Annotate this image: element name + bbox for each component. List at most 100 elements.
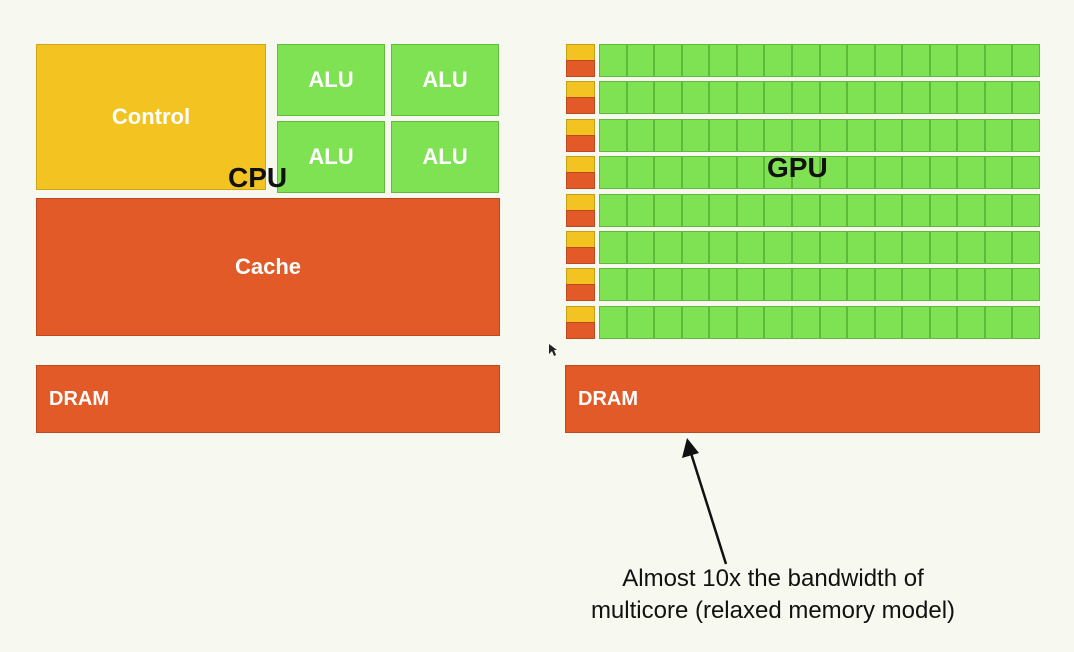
gpu-alu-cell: [736, 81, 765, 114]
cpu-alu-label: ALU: [308, 67, 354, 92]
gpu-alu-cell: [709, 44, 737, 77]
gpu-alu-cell: [902, 156, 930, 189]
gpu-alu-row: [599, 268, 1040, 301]
gpu-alu-cell: [764, 306, 792, 339]
gpu-alu-cell: [819, 44, 848, 77]
gpu-alu-cell: [984, 119, 1013, 152]
gpu-alu-cell: [791, 194, 820, 227]
gpu-alu-cell: [819, 194, 848, 227]
gpu-alu-cell: [764, 119, 792, 152]
gpu-alu-cell: [847, 119, 875, 152]
gpu-alu-cell: [764, 44, 792, 77]
gpu-alu-cell: [626, 194, 655, 227]
gpu-alu-cell: [847, 268, 875, 301]
gpu-cache-cell: [566, 284, 595, 301]
gpu-alu-cell: [1012, 156, 1040, 189]
gpu-alu-cell: [902, 231, 930, 264]
gpu-alu-cell: [874, 231, 903, 264]
gpu-alu-cell: [764, 231, 792, 264]
gpu-alu-cell: [984, 306, 1013, 339]
gpu-alu-cell: [681, 81, 710, 114]
cpu-alu-block: ALU: [391, 44, 499, 116]
gpu-alu-cell: [902, 81, 930, 114]
gpu-alu-cell: [654, 194, 682, 227]
gpu-alu-cell: [874, 81, 903, 114]
gpu-alu-cell: [736, 306, 765, 339]
gpu-alu-cell: [736, 194, 765, 227]
gpu-alu-cell: [599, 306, 627, 339]
gpu-alu-cell: [847, 156, 875, 189]
gpu-alu-cell: [874, 156, 903, 189]
gpu-alu-cell: [709, 81, 737, 114]
gpu-alu-cell: [654, 81, 682, 114]
gpu-control-cell: [566, 156, 595, 173]
gpu-alu-cell: [736, 156, 765, 189]
gpu-cache-cell: [566, 172, 595, 189]
gpu-alu-cell: [902, 306, 930, 339]
mouse-pointer-icon: [549, 344, 557, 356]
gpu-alu-cell: [819, 119, 848, 152]
gpu-alu-cell: [736, 231, 765, 264]
gpu-alu-cell: [957, 44, 985, 77]
gpu-alu-cell: [847, 44, 875, 77]
gpu-alu-cell: [847, 81, 875, 114]
gpu-alu-cell: [764, 268, 792, 301]
gpu-alu-cell: [654, 119, 682, 152]
gpu-alu-cell: [929, 268, 958, 301]
annotation-line-1: Almost 10x the bandwidth of: [622, 565, 924, 592]
gpu-alu-cell: [654, 156, 682, 189]
gpu-alu-cell: [902, 44, 930, 77]
gpu-alu-cell: [626, 156, 655, 189]
gpu-alu-cell: [681, 156, 710, 189]
gpu-alu-cell: [681, 306, 710, 339]
gpu-alu-cell: [984, 268, 1013, 301]
gpu-control-cell: [566, 44, 595, 61]
gpu-alu-cell: [764, 156, 792, 189]
gpu-alu-cell: [599, 194, 627, 227]
gpu-alu-cell: [874, 119, 903, 152]
gpu-cache-cell: [566, 322, 595, 339]
cpu-title: CPU: [228, 162, 288, 193]
gpu-alu-cell: [626, 306, 655, 339]
gpu-alu-cell: [847, 194, 875, 227]
gpu-alu-cell: [1012, 119, 1040, 152]
gpu-alu-cell: [599, 81, 627, 114]
gpu-alu-cell: [791, 231, 820, 264]
gpu-alu-cell: [736, 119, 765, 152]
gpu-alu-cell: [764, 81, 792, 114]
gpu-dram-label: DRAM: [578, 387, 638, 410]
gpu-alu-cell: [819, 81, 848, 114]
gpu-alu-cell: [626, 81, 655, 114]
gpu-alu-cell: [1012, 81, 1040, 114]
gpu-alu-cell: [709, 119, 737, 152]
gpu-alu-cell: [736, 268, 765, 301]
gpu-alu-cell: [681, 231, 710, 264]
gpu-alu-cell: [902, 194, 930, 227]
gpu-alu-cell: [654, 268, 682, 301]
gpu-alu-cell: [709, 156, 737, 189]
gpu-alu-cell: [681, 194, 710, 227]
gpu-cache-cell: [566, 97, 595, 114]
gpu-control-cell: [566, 81, 595, 98]
gpu-cache-cell: [566, 210, 595, 227]
gpu-alu-row: [599, 194, 1040, 227]
gpu-alu-cell: [902, 119, 930, 152]
gpu-alu-cell: [984, 231, 1013, 264]
gpu-cache-cell: [566, 247, 595, 264]
gpu-alu-cell: [709, 306, 737, 339]
gpu-alu-cell: [791, 81, 820, 114]
gpu-alu-cell: [709, 194, 737, 227]
gpu-alu-cell: [681, 44, 710, 77]
gpu-alu-cell: [1012, 306, 1040, 339]
gpu-alu-cell: [709, 231, 737, 264]
gpu-alu-cell: [1012, 268, 1040, 301]
gpu-control-cell: [566, 268, 595, 285]
gpu-cache-cell: [566, 60, 595, 77]
gpu-alu-cell: [957, 81, 985, 114]
bandwidth-annotation: Almost 10x the bandwidth of multicore (r…: [540, 563, 1006, 627]
gpu-alu-cell: [654, 44, 682, 77]
gpu-control-cell: [566, 119, 595, 136]
gpu-alu-cell: [957, 194, 985, 227]
cpu-alu-label: ALU: [308, 144, 354, 169]
gpu-alu-cell: [929, 194, 958, 227]
